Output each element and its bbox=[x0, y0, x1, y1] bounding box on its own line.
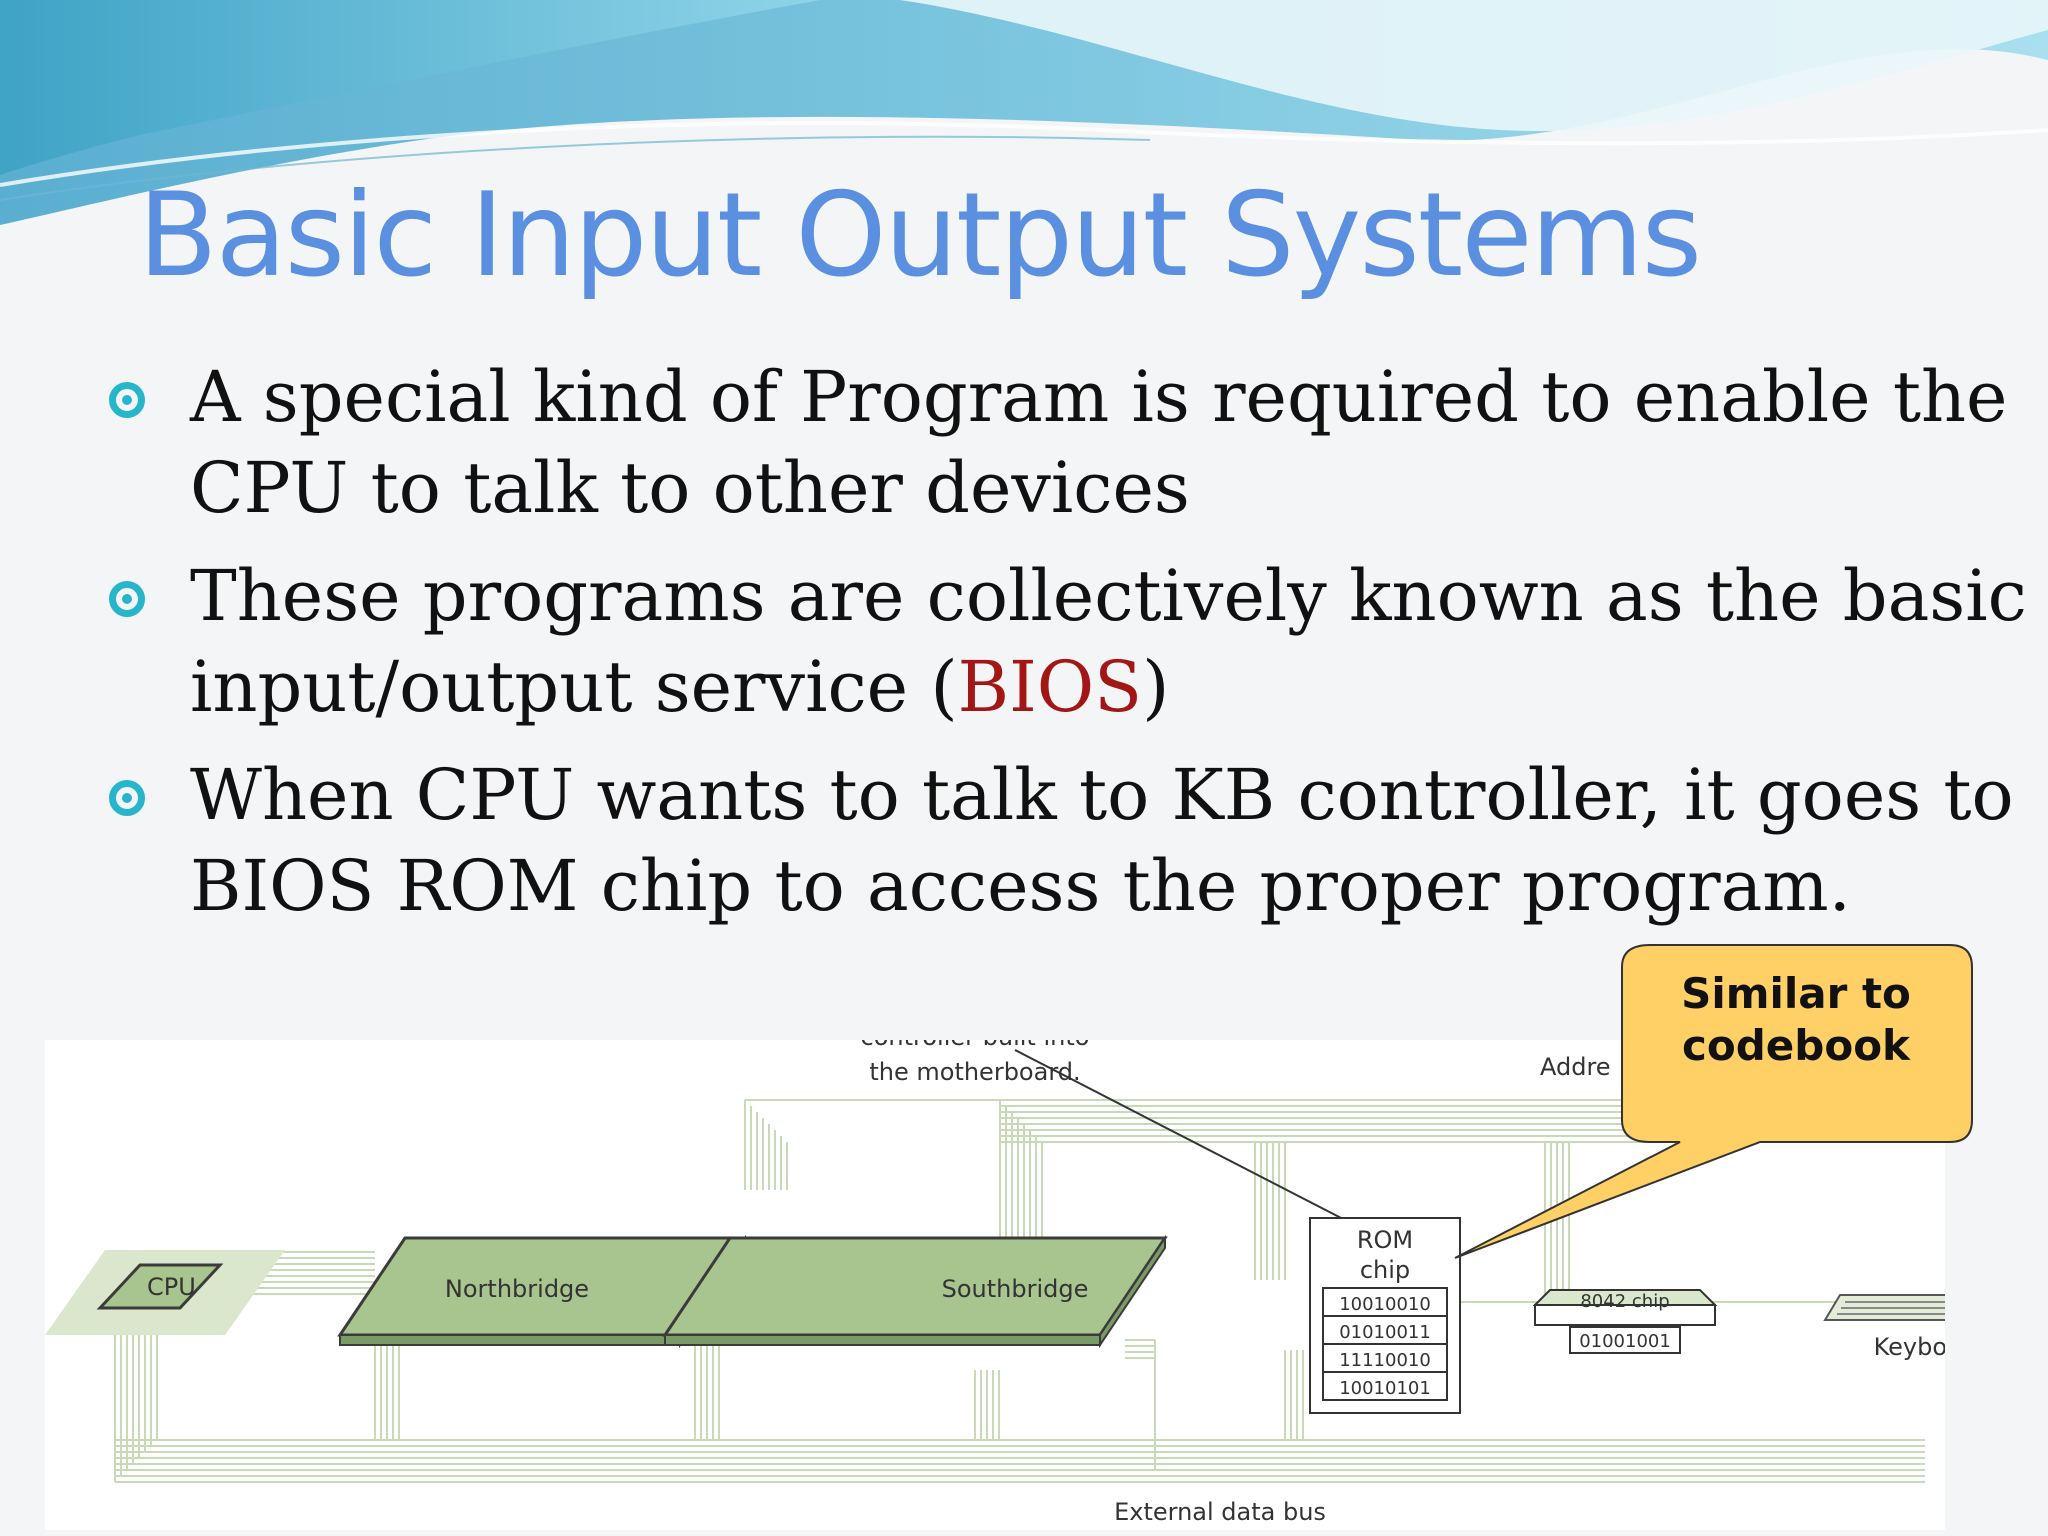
rom-value: 10010101 bbox=[1339, 1378, 1431, 1399]
bullet-list: A special kind of Program is required to… bbox=[105, 352, 2035, 949]
chip8042-value: 01001001 bbox=[1579, 1331, 1671, 1352]
bullet-text-before: These programs are collectively known as… bbox=[190, 555, 2027, 728]
keyboard-block: Keyboard bbox=[1823, 1294, 1945, 1361]
bullet-item: These programs are collectively known as… bbox=[105, 551, 2035, 733]
bios-diagram: CPU Northbridge Southbridge controller b… bbox=[45, 1040, 1945, 1530]
callout-line: codebook bbox=[1681, 1021, 1910, 1070]
caption-top-cut: controller built into bbox=[861, 1040, 1090, 1051]
callout-line: Similar to bbox=[1681, 969, 1911, 1018]
bullet-item: When CPU wants to talk to KB controller,… bbox=[105, 750, 2035, 932]
bus-label: External data bus bbox=[1114, 1498, 1326, 1526]
rom-value: 01010011 bbox=[1339, 1322, 1431, 1343]
keyboard-label: Keyboard bbox=[1874, 1333, 1945, 1361]
rom-label: ROM bbox=[1357, 1226, 1413, 1254]
chip8042-label: 8042 chip bbox=[1580, 1291, 1669, 1312]
bullet-text: When CPU wants to talk to KB controller,… bbox=[190, 754, 2014, 927]
southbridge-label: Southbridge bbox=[942, 1275, 1089, 1303]
northbridge-label: Northbridge bbox=[445, 1275, 589, 1303]
southbridge-block: Southbridge bbox=[662, 1234, 1168, 1349]
bullet-text-after: ) bbox=[1142, 646, 1170, 728]
rom-value: 11110010 bbox=[1339, 1350, 1431, 1371]
bios-highlight: BIOS bbox=[957, 646, 1143, 728]
target-bullet-icon bbox=[109, 382, 145, 418]
address-label: Addre bbox=[1540, 1053, 1611, 1081]
chip-8042: 8042 chip 01001001 bbox=[1532, 1289, 1718, 1354]
bullet-text: A special kind of Program is required to… bbox=[190, 356, 2008, 529]
caption-top: the motherboard. bbox=[869, 1058, 1080, 1086]
rom-value: 10010010 bbox=[1339, 1294, 1431, 1315]
cpu-label: CPU bbox=[147, 1273, 196, 1301]
target-bullet-icon bbox=[109, 581, 145, 617]
callout-text: Similar to codebook bbox=[1622, 968, 1970, 1072]
slide-title: Basic Input Output Systems bbox=[138, 168, 1702, 303]
rom-label: chip bbox=[1360, 1256, 1410, 1284]
target-bullet-icon bbox=[109, 780, 145, 816]
rom-chip: ROM chip 10010010 01010011 11110010 1001… bbox=[1309, 1217, 1461, 1414]
cpu-block: CPU bbox=[45, 1250, 285, 1335]
bullet-item: A special kind of Program is required to… bbox=[105, 352, 2035, 534]
